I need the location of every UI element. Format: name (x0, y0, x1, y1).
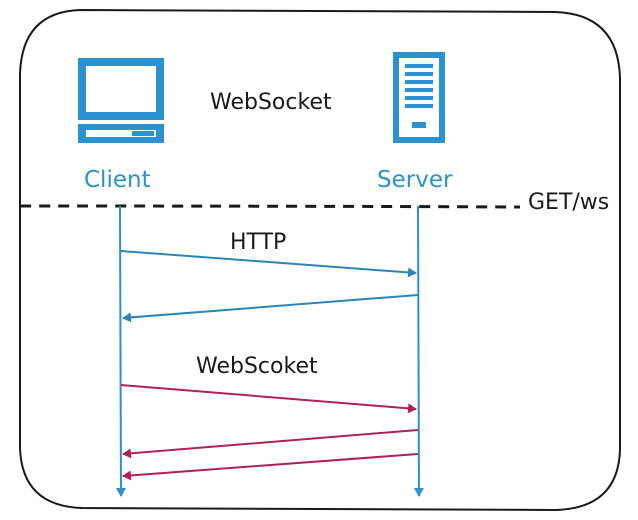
server-tower-icon (393, 52, 445, 143)
diagram-title: WebSocket (210, 90, 332, 115)
handshake-label: GET/ws (528, 190, 609, 215)
http-response-arrow (122, 294, 419, 323)
monitor-icon (78, 58, 164, 143)
http-label: HTTP (230, 230, 286, 255)
client-label: Client (84, 167, 151, 193)
server-label: Server (377, 167, 453, 193)
ws-server-to-client-arrow-2 (122, 453, 419, 481)
websocket-label: WebScoket (196, 354, 318, 379)
ws-client-to-server-arrow (120, 384, 417, 414)
client-lifeline (115, 205, 126, 497)
ws-server-to-client-arrow-1 (122, 429, 419, 459)
separator-dashed-line (19, 204, 521, 209)
server-lifeline (413, 205, 424, 497)
http-request-arrow (120, 250, 417, 278)
diagram-frame (19, 8, 621, 512)
